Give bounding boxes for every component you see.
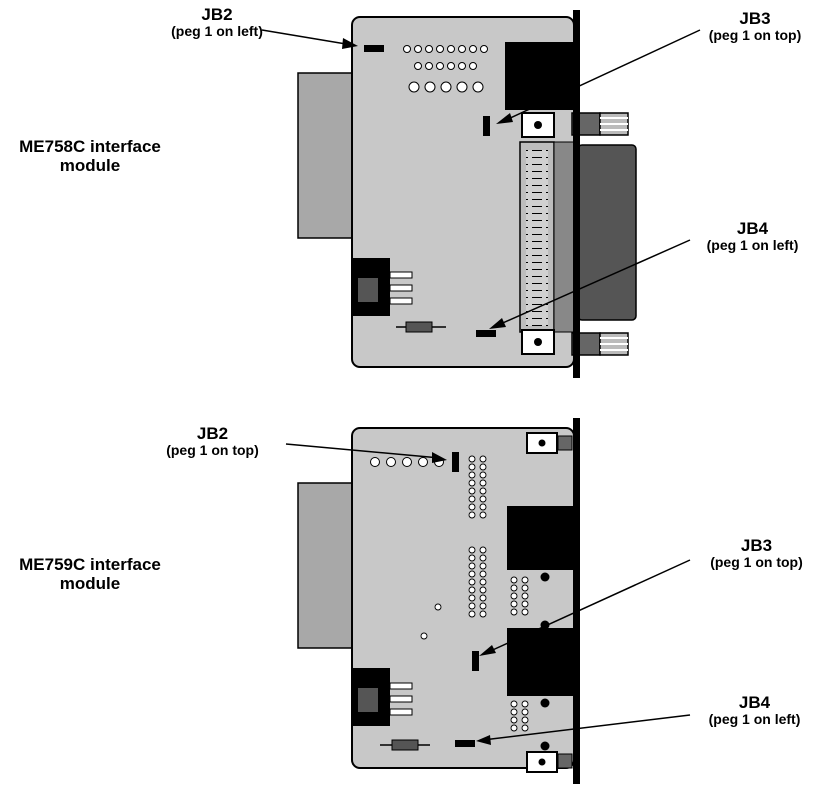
module-label-me759c: ME759C interface module bbox=[0, 555, 180, 593]
me758c-board bbox=[261, 10, 701, 378]
jb3-label-top: JB3 (peg 1 on top) bbox=[685, 10, 825, 43]
module-word: module bbox=[59, 573, 121, 593]
jb2-label-top: JB2 (peg 1 on left) bbox=[152, 6, 282, 39]
jb4-note: (peg 1 on left) bbox=[706, 236, 799, 253]
rj-jack-1 bbox=[507, 506, 575, 570]
jb3-note: (peg 1 on top) bbox=[710, 553, 803, 570]
rj-jack-2 bbox=[507, 628, 575, 696]
jb4-id: JB4 bbox=[738, 693, 771, 712]
jb2-label-bottom: JB2 (peg 1 on top) bbox=[140, 425, 285, 458]
jb3-id: JB3 bbox=[740, 536, 773, 555]
jb3-jumper bbox=[472, 651, 479, 671]
jb4-label-top: JB4 (peg 1 on left) bbox=[680, 220, 825, 253]
jb2-id: JB2 bbox=[196, 424, 229, 443]
jb4-jumper bbox=[476, 330, 496, 337]
jb4-label-bottom: JB4 (peg 1 on left) bbox=[684, 694, 825, 727]
jb3-label-bottom: JB3 (peg 1 on top) bbox=[688, 537, 825, 570]
jb3-note: (peg 1 on top) bbox=[708, 26, 802, 43]
jb2-id: JB2 bbox=[201, 5, 233, 24]
jb2-jumper bbox=[364, 45, 384, 52]
jb4-id: JB4 bbox=[736, 219, 769, 238]
jb4-note: (peg 1 on left) bbox=[708, 710, 801, 727]
rj-jack bbox=[505, 42, 575, 110]
dsub-connector bbox=[577, 144, 637, 321]
jb2-note: (peg 1 on top) bbox=[166, 441, 259, 458]
jb3-id: JB3 bbox=[739, 9, 771, 28]
edge-connector bbox=[297, 482, 355, 649]
jb2-note: (peg 1 on left) bbox=[171, 22, 263, 39]
jb3-jumper bbox=[483, 116, 490, 136]
edge-connector bbox=[297, 72, 355, 239]
module-name: ME758C interface bbox=[19, 137, 161, 156]
jb4-jumper bbox=[455, 740, 475, 747]
jb2-jumper bbox=[452, 452, 459, 472]
module-name: ME759C interface bbox=[19, 555, 161, 574]
module-label-me758c: ME758C interface module bbox=[0, 137, 180, 175]
module-word: module bbox=[59, 155, 121, 175]
me759c-board bbox=[285, 418, 691, 784]
